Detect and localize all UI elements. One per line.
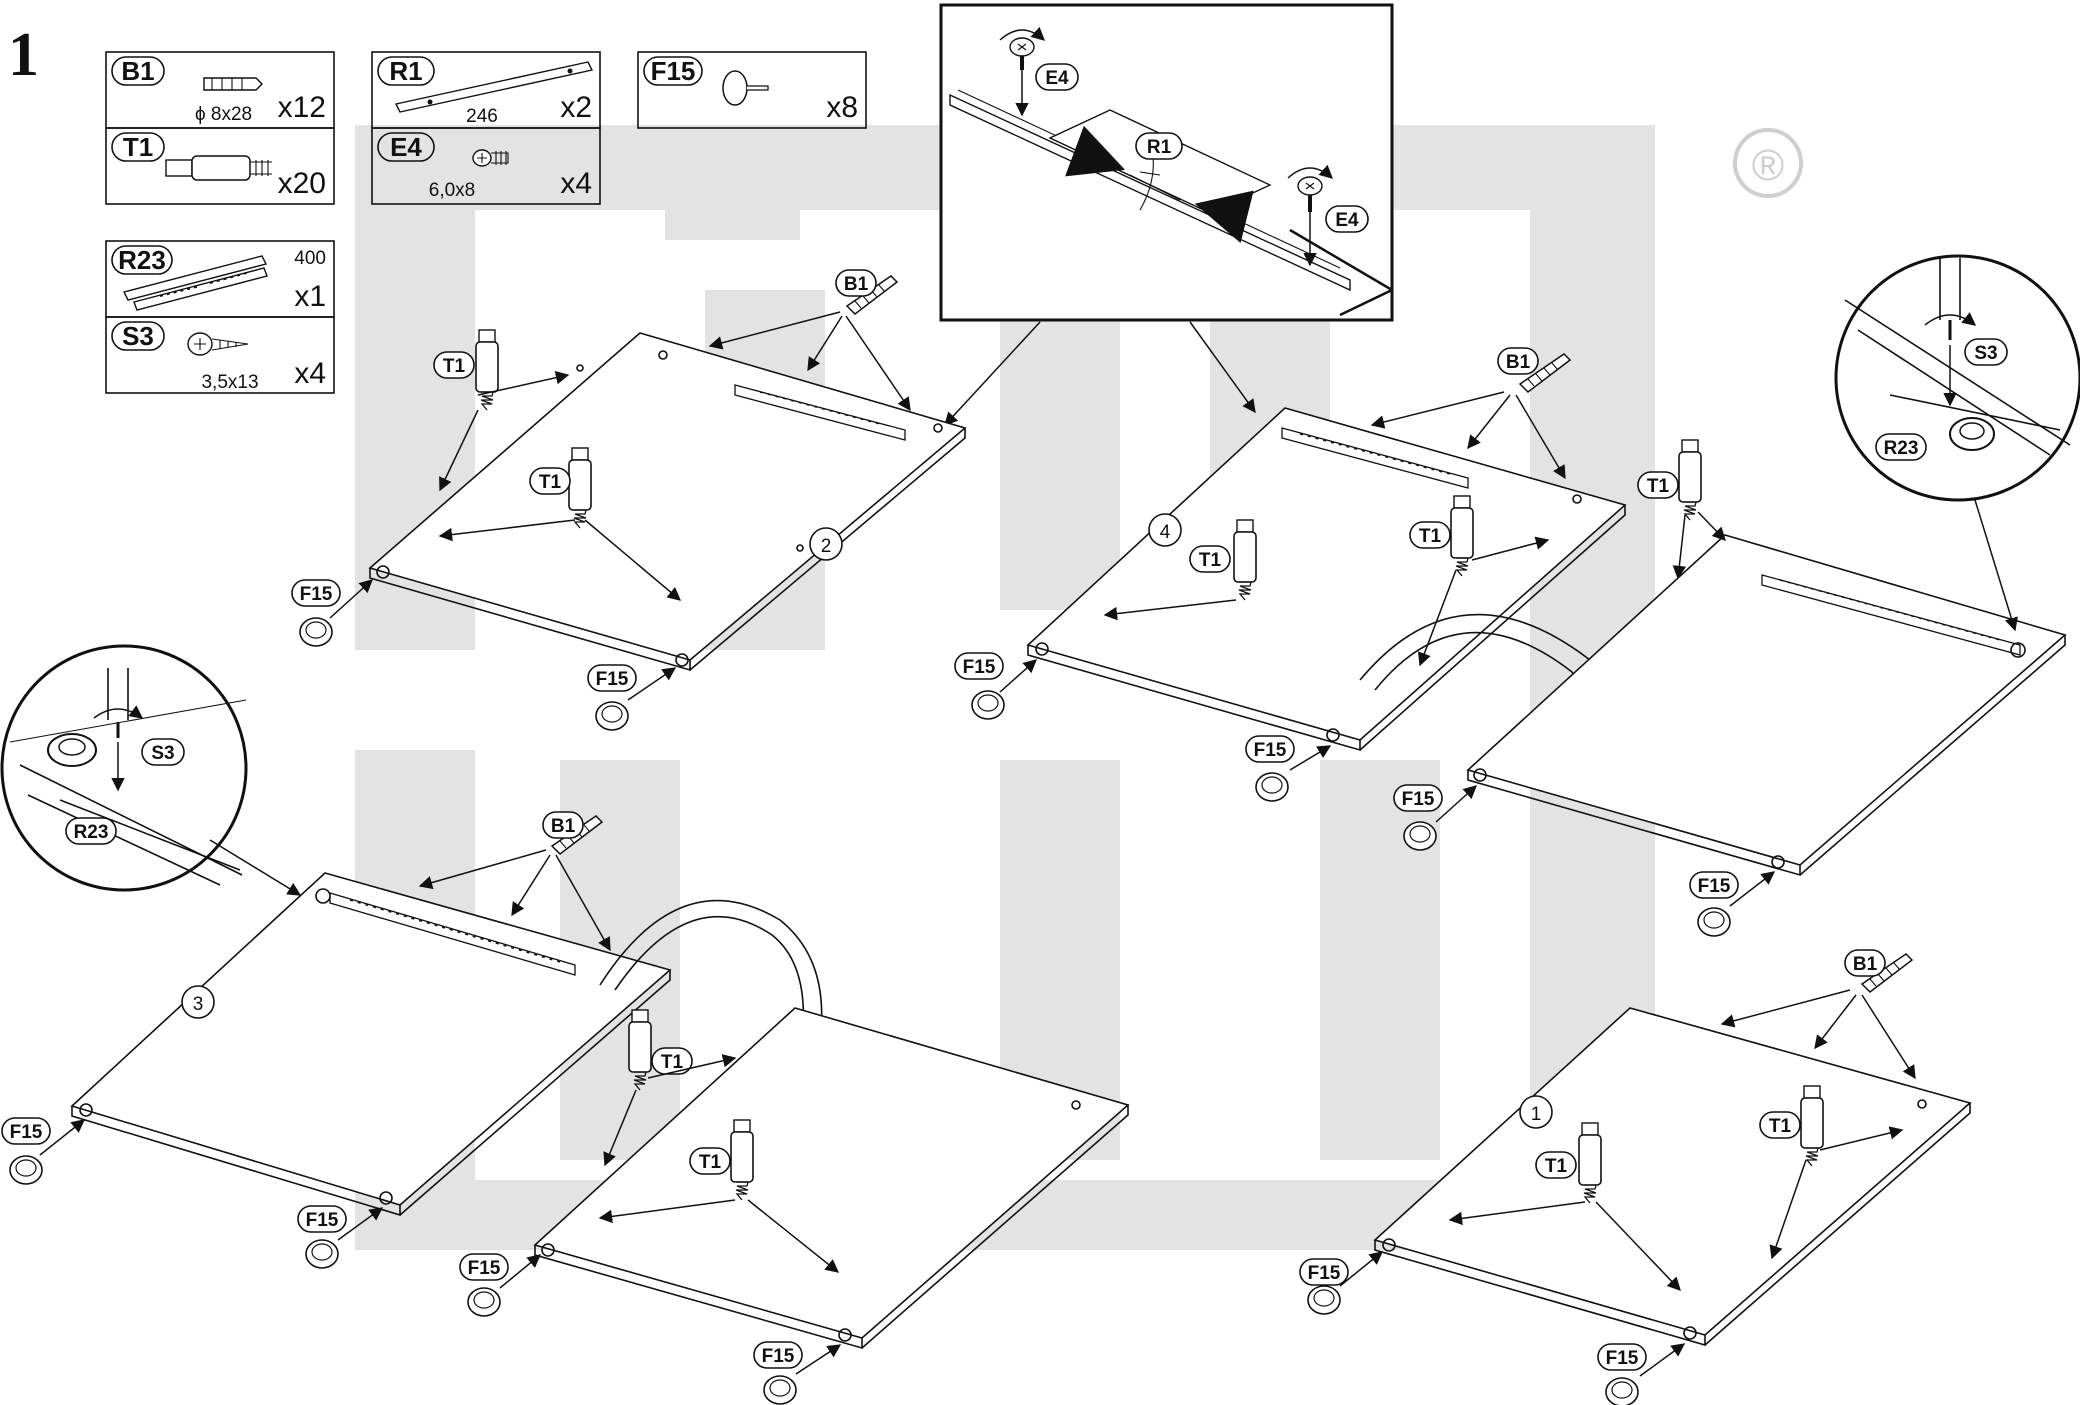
drawer-slide-icon (122, 255, 268, 311)
svg-text:F15: F15 (963, 657, 996, 678)
svg-text:x1: x1 (294, 280, 326, 313)
svg-text:B1: B1 (1853, 954, 1878, 975)
svg-text:T1: T1 (539, 472, 562, 493)
svg-text:T1: T1 (1769, 1116, 1792, 1137)
panel-3: 3 B1 F15 F15 (1, 811, 672, 1269)
svg-text:x4: x4 (560, 167, 592, 200)
svg-text:S3: S3 (122, 321, 154, 351)
part-r1: R1 246 x2 (371, 51, 601, 129)
svg-text:T1: T1 (1647, 476, 1670, 497)
detail-circle-screw-left: S3 R23 (0, 644, 248, 892)
glide-icon (722, 70, 769, 106)
rail-icon (394, 61, 594, 113)
svg-text:x20: x20 (278, 167, 326, 200)
panel-slide-top-right: T1 F15 F15 (1393, 439, 2067, 937)
panel-1-number: 1 (1531, 1104, 1542, 1125)
svg-text:B1: B1 (1506, 352, 1531, 373)
svg-text:T1: T1 (1419, 526, 1442, 547)
svg-text:6,0x8: 6,0x8 (429, 180, 475, 201)
panel-4-number: 4 (1160, 522, 1171, 543)
svg-text:S3: S3 (151, 743, 174, 764)
svg-text:B1: B1 (121, 56, 154, 86)
svg-text:3,5x13: 3,5x13 (201, 372, 258, 393)
trademark-icon: ® (1733, 128, 1803, 198)
svg-text:F15: F15 (306, 1210, 339, 1231)
svg-text:B1: B1 (844, 274, 869, 295)
svg-text:F15: F15 (596, 669, 629, 690)
detail-circle-screw-top-right: S3 R23 (1834, 254, 2080, 502)
screw-icon (472, 149, 509, 167)
svg-text:400: 400 (294, 248, 326, 269)
svg-text:ϕ 8x28: ϕ 8x28 (195, 104, 252, 125)
svg-text:246: 246 (466, 106, 498, 127)
step-number: 1 (8, 21, 39, 89)
svg-text:F15: F15 (300, 584, 333, 605)
svg-text:F15: F15 (10, 1122, 43, 1143)
svg-text:S3: S3 (1974, 343, 1997, 364)
parts-list: B1 ϕ 8x28 x12 T1 x20 R1 (105, 51, 867, 394)
svg-text:R23: R23 (118, 245, 166, 275)
panel-4: 4 B1 T1 T1 F15 F15 (954, 347, 1627, 802)
svg-text:x4: x4 (294, 357, 326, 390)
svg-text:F15: F15 (1254, 740, 1287, 761)
svg-text:E4: E4 (1045, 68, 1069, 89)
svg-text:R1: R1 (1147, 137, 1172, 158)
label-r1 (1135, 132, 1183, 160)
svg-text:F15: F15 (1698, 876, 1731, 897)
panel-3-number: 3 (193, 994, 204, 1015)
cam-bolt-icon (165, 155, 272, 181)
part-e4: E4 6,0x8 x4 (371, 127, 601, 205)
svg-text:E4: E4 (390, 132, 422, 162)
panel-bottom-middle: T1 T1 F15 F15 (459, 1007, 1130, 1405)
svg-text:R23: R23 (1884, 438, 1919, 459)
svg-text:T1: T1 (699, 1152, 722, 1173)
svg-text:T1: T1 (443, 356, 466, 377)
svg-text:R23: R23 (74, 822, 109, 843)
part-f15: F15 x8 (637, 51, 867, 129)
svg-text:x8: x8 (826, 91, 858, 124)
svg-text:F15: F15 (651, 56, 696, 86)
detail-inset-rail: E4 E4 R1 (939, 3, 1394, 322)
svg-text:B1: B1 (551, 816, 576, 837)
svg-text:F15: F15 (1308, 1263, 1341, 1284)
screw-e4-top: E4 (999, 26, 1079, 117)
svg-text:T1: T1 (1545, 1156, 1568, 1177)
svg-text:F15: F15 (1606, 1348, 1639, 1369)
part-r23: R23 400 x1 (105, 240, 335, 318)
part-b1: B1 ϕ 8x28 x12 (105, 51, 335, 129)
part-t1: T1 x20 (105, 127, 335, 205)
svg-text:®: ® (1752, 141, 1784, 190)
svg-text:T1: T1 (661, 1052, 684, 1073)
wood-screw-icon (187, 332, 249, 356)
svg-text:F15: F15 (1402, 789, 1435, 810)
panel-2-number: 2 (821, 536, 832, 557)
svg-text:F15: F15 (762, 1346, 795, 1367)
panel-2: 2 B1 T1 T1 F15 F15 (291, 269, 967, 731)
svg-text:R1: R1 (389, 56, 422, 86)
dowel-icon (203, 77, 263, 91)
svg-text:F15: F15 (468, 1258, 501, 1279)
screw-e4-bottom: E4 (1287, 164, 1369, 267)
svg-text:x2: x2 (560, 91, 592, 124)
part-s3: S3 3,5x13 x4 (105, 316, 335, 394)
svg-text:E4: E4 (1335, 210, 1359, 231)
svg-text:x12: x12 (278, 91, 326, 124)
svg-text:T1: T1 (1199, 550, 1222, 571)
svg-text:T1: T1 (123, 132, 153, 162)
panel-1: 1 B1 T1 T1 F15 F15 (1299, 949, 1972, 1405)
